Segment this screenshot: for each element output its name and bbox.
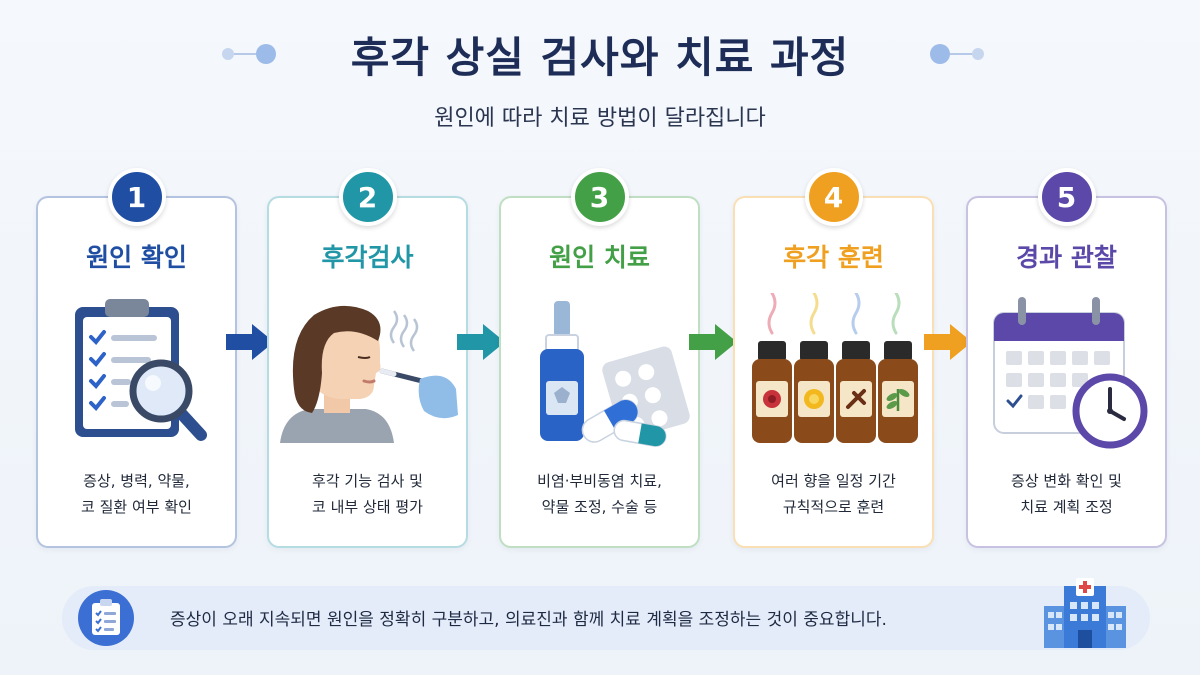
arrow-right-icon bbox=[226, 324, 274, 360]
step-title: 후각검사 bbox=[321, 243, 414, 272]
essential-oils-icon bbox=[751, 293, 918, 443]
step-title: 원인 확인 bbox=[86, 243, 187, 272]
step-card-3: 3 원인 치료 비염·부비동염 치료, 약물 조 bbox=[499, 168, 700, 548]
arrow-right-icon bbox=[924, 324, 972, 360]
step-title: 후각 훈련 bbox=[783, 243, 884, 272]
arrow-right-icon bbox=[457, 324, 505, 360]
step-number-badge: 4 bbox=[804, 168, 863, 226]
step-number-badge: 5 bbox=[1037, 168, 1096, 226]
step-description: 여러 향을 일정 기간 규칙적으로 훈련 bbox=[771, 472, 896, 516]
decorative-dots-icon bbox=[222, 44, 276, 64]
step-number-badge: 1 bbox=[107, 168, 166, 226]
step-description: 증상, 병력, 약물, 코 질환 여부 확인 bbox=[81, 472, 192, 516]
clipboard-icon bbox=[78, 590, 134, 646]
page-subtitle: 원인에 따라 치료 방법이 달라집니다 bbox=[434, 106, 766, 131]
step-number-badge: 2 bbox=[338, 168, 397, 226]
step-description: 후각 기능 검사 및 코 내부 상태 평가 bbox=[312, 472, 423, 516]
note-text: 증상이 오래 지속되면 원인을 정확히 구분하고, 의료진과 함께 치료 계획을… bbox=[170, 610, 887, 630]
decorative-dots-icon bbox=[930, 44, 984, 64]
step-card-2: 2 후각검사 후각 기능 검사 및 코 내부 상태 평가 bbox=[267, 168, 468, 548]
hospital-icon bbox=[1044, 578, 1126, 648]
important-note-banner: 증상이 오래 지속되면 원인을 정확히 구분하고, 의료진과 함께 치료 계획을… bbox=[62, 578, 1150, 650]
calendar-clock-icon bbox=[992, 297, 1147, 449]
step-description: 증상 변화 확인 및 치료 계획 조정 bbox=[1011, 472, 1122, 516]
clipboard-magnifier-icon bbox=[74, 299, 207, 441]
step-title: 경과 관찰 bbox=[1016, 243, 1117, 272]
step-card-4: 4 후각 훈련 bbox=[733, 168, 934, 548]
step-card-5: 5 경과 관찰 증상 변화 확인 및 치료 계획 조정 bbox=[966, 168, 1167, 548]
step-description: 비염·부비동염 치료, 약물 조정, 수술 등 bbox=[537, 472, 662, 516]
step-title: 원인 치료 bbox=[549, 243, 650, 272]
page-title: 후각 상실 검사와 치료 과정 bbox=[350, 32, 850, 82]
medicine-icon bbox=[539, 301, 690, 447]
step-number-badge: 3 bbox=[570, 168, 629, 226]
smell-test-icon bbox=[279, 305, 458, 443]
step-card-1: 1 원인 확인 증상, 병력, 약물, 코 질환 여부 확 bbox=[36, 168, 237, 548]
title-row: 후각 상실 검사와 치료 과정 bbox=[0, 22, 1200, 86]
arrow-right-icon bbox=[689, 324, 737, 360]
